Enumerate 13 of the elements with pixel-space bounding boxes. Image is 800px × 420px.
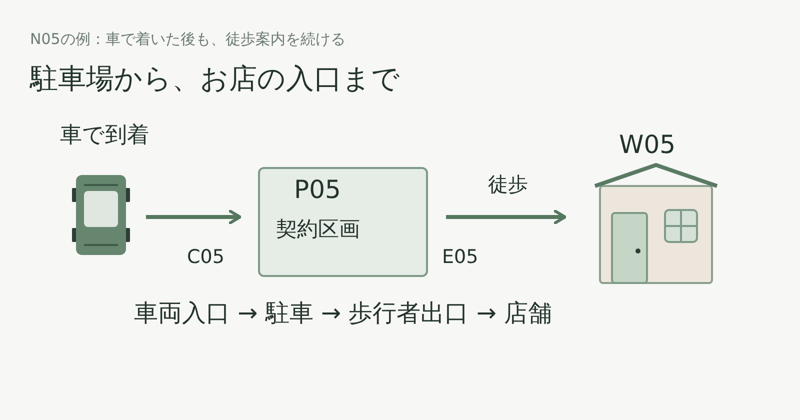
code-label: E05 xyxy=(442,246,478,269)
process-box xyxy=(258,167,428,277)
arrow xyxy=(146,210,242,224)
box-title: P05 xyxy=(294,175,341,205)
edge-label: 徒歩 xyxy=(488,172,528,196)
node-label: 車で到着 xyxy=(60,123,149,150)
house-title: W05 xyxy=(619,130,676,160)
arrow xyxy=(446,210,566,224)
subtitle: N05の例：車で着いた後も、徒歩案内を続ける xyxy=(30,30,346,48)
box-text: 契約区画 xyxy=(276,217,360,242)
flow-text: 車両入口 → 駐車 → 歩行者出口 → 店舗 xyxy=(134,299,552,328)
title: 駐車場から、お店の入口まで xyxy=(30,62,400,96)
code-label: C05 xyxy=(187,246,224,269)
